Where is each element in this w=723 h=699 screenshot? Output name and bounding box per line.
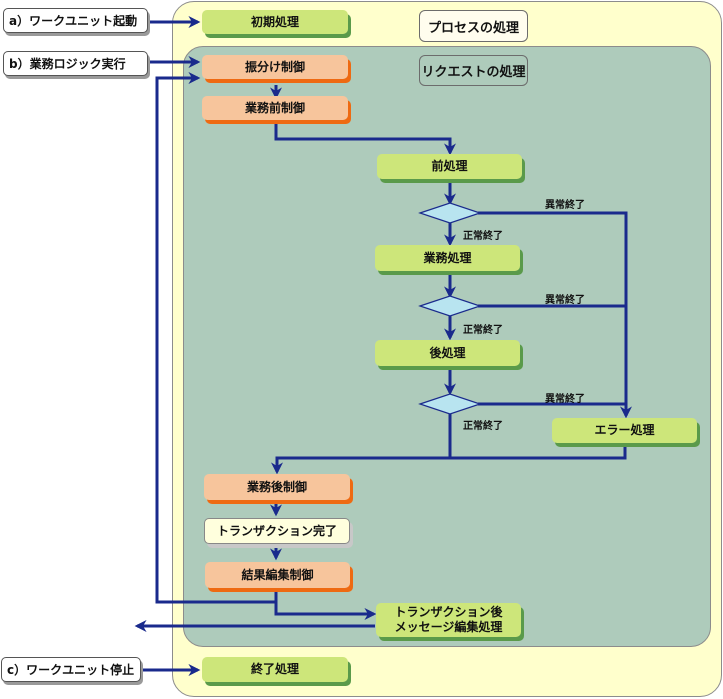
decision-diamond-3 <box>418 393 482 415</box>
request-area-label: リクエストの処理 <box>419 55 528 86</box>
step-error[interactable]: エラー処理 <box>552 418 697 443</box>
edge-label-normal-2: 正常終了 <box>463 325 503 336</box>
step-init[interactable]: 初期処理 <box>202 10 348 34</box>
decision-diamond-1 <box>418 202 482 224</box>
step-pre-control[interactable]: 業務前制御 <box>202 96 348 120</box>
trigger-workunit-stop[interactable]: c）ワークユニット停止 <box>1 657 141 682</box>
arrow-error-merge <box>271 446 627 475</box>
edge-label-abnormal-3: 異常終了 <box>545 394 585 405</box>
step-terminate[interactable]: 終了処理 <box>202 657 348 682</box>
trigger-workunit-start[interactable]: a）ワークユニット起動 <box>3 8 148 33</box>
process-area-label: プロセスの処理 <box>419 10 528 42</box>
step-pre-process[interactable]: 前処理 <box>377 154 522 179</box>
step-post-tx-line1: トランザクション後 <box>394 605 503 619</box>
step-post-tx-message-edit[interactable]: トランザクション後 メッセージ編集処理 <box>376 603 521 637</box>
step-dispatch[interactable]: 振分け制御 <box>202 55 348 79</box>
arrow-decision1-abnormal <box>478 211 632 419</box>
edge-label-normal-1: 正常終了 <box>463 231 503 242</box>
edge-label-abnormal-1: 異常終了 <box>545 200 585 211</box>
decision-diamond-2 <box>418 295 482 317</box>
loop-back-arrow <box>155 72 276 604</box>
step-business[interactable]: 業務処理 <box>375 245 520 271</box>
step-post-process[interactable]: 後処理 <box>375 340 520 366</box>
arrow-result-to-post-tx <box>274 590 377 620</box>
trigger-business-logic[interactable]: b）業務ロジック実行 <box>3 51 148 76</box>
edge-label-normal-3: 正常終了 <box>463 421 503 432</box>
arrow-pre-control-to-pre-process <box>274 122 456 156</box>
step-post-tx-line2: メッセージ編集処理 <box>394 620 503 634</box>
step-tx-complete[interactable]: トランザクション完了 <box>204 518 350 544</box>
edge-label-abnormal-2: 異常終了 <box>545 295 585 306</box>
step-post-control[interactable]: 業務後制御 <box>204 474 350 500</box>
step-result-edit[interactable]: 結果編集制御 <box>205 562 350 588</box>
